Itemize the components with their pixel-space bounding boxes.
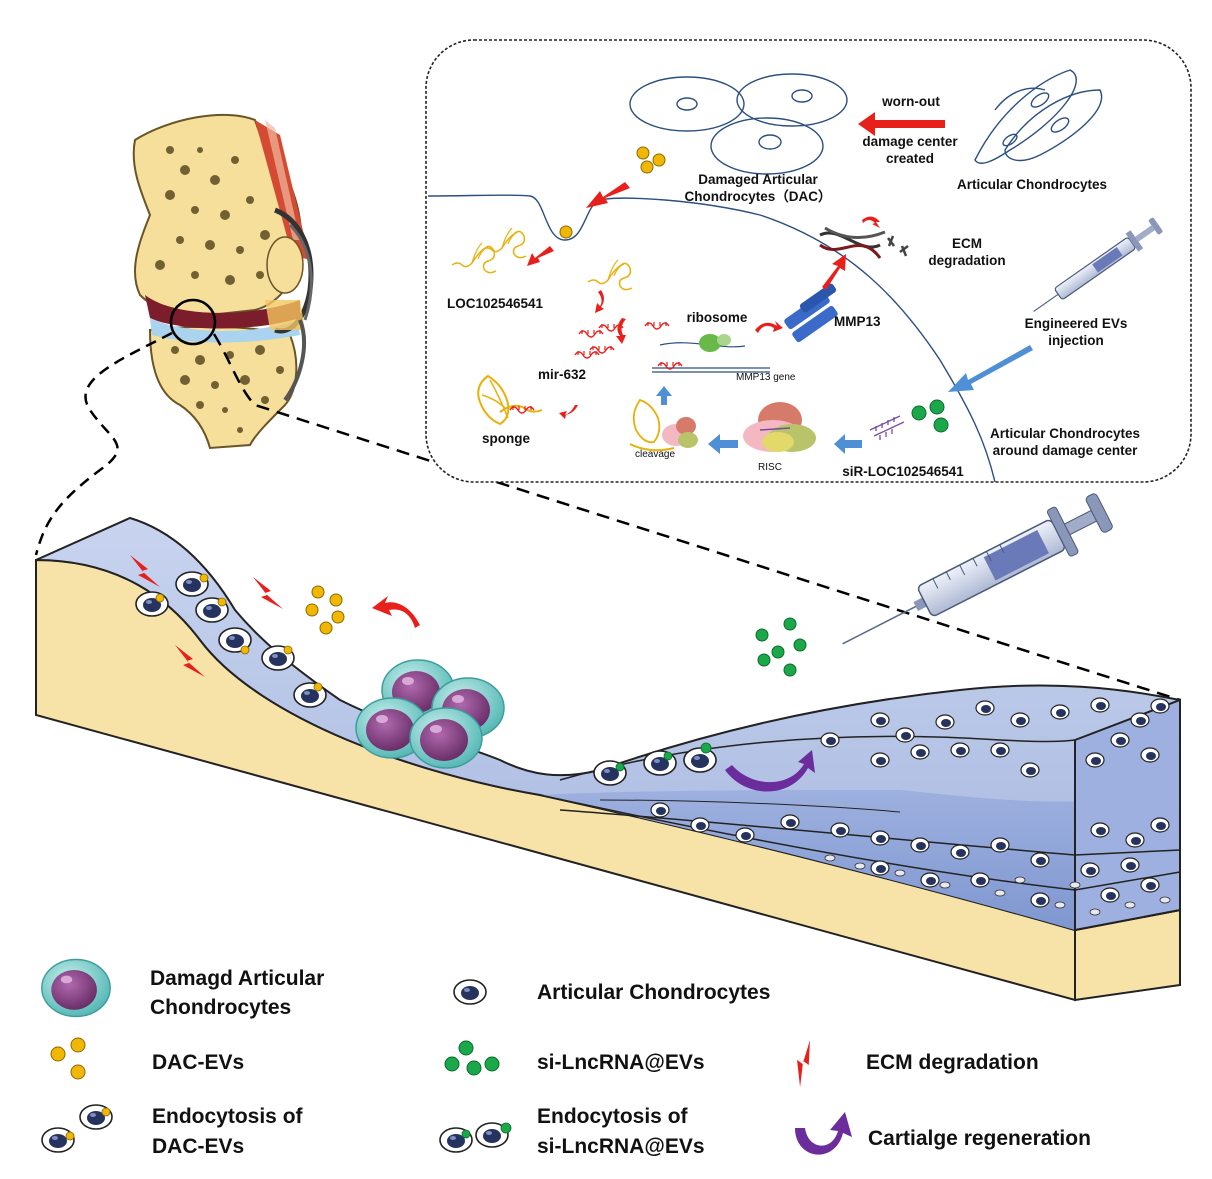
label-degradation: degradation (928, 253, 1005, 268)
legend-articular-label: Articular Chondrocytes (537, 981, 770, 1004)
label-loc102546541: LOC102546541 (447, 296, 544, 311)
ribosome-icon (699, 334, 721, 352)
label-cleavage: cleavage (635, 449, 675, 460)
dac-evs-cluster (305, 585, 345, 635)
label-around-2: around damage center (993, 443, 1139, 458)
legend: Damagd Articular Chondrocytes DAC-EVs En… (41, 958, 1091, 1158)
label-risc: RISC (758, 462, 782, 473)
label-mir-632: mir-632 (538, 367, 586, 382)
legend-endo-si-label-1: Endocytosis of (537, 1105, 689, 1128)
legend-regen-icon (795, 1112, 852, 1155)
legend-si-evs-label: si-LncRNA@EVs (537, 1051, 705, 1074)
legend-ecm-label: ECM degradation (866, 1051, 1039, 1074)
legend-si-evs-icon (444, 1040, 500, 1076)
knee-joint-illustration (132, 113, 314, 450)
label-created: created (886, 151, 934, 166)
legend-endo-si-label-2: si-LncRNA@EVs (537, 1135, 705, 1158)
label-ecm: ECM (952, 236, 982, 251)
damaged-chondrocyte-cluster (355, 659, 505, 769)
syringe-small-icon (1033, 217, 1163, 312)
legend-dac-evs-label: DAC-EVs (152, 1051, 244, 1074)
label-dac: Chondrocytes（DAC） (684, 189, 831, 204)
zoom-circle (169, 298, 217, 346)
chondrocytes-with-si-evs (593, 742, 717, 786)
legend-ecm-icon (781, 1040, 829, 1088)
label-articular-chondrocytes-inset: Articular Chondrocytes (957, 177, 1107, 192)
legend-damaged-label-2: Chondrocytes (150, 996, 291, 1019)
syringe-large-icon (842, 493, 1113, 645)
injection-arrow (948, 345, 1033, 392)
label-engineered-evs: Engineered EVs (1025, 316, 1128, 331)
label-mmp13-gene: MMP13 gene (736, 372, 796, 383)
risc-complex-icon (743, 402, 816, 452)
wornout-arrow (858, 112, 945, 136)
molecular-mechanism-inset: worn-out damage center created Articular… (425, 39, 1192, 483)
legend-damaged-label-1: Damagd Articular (150, 967, 324, 990)
regeneration-arrow (725, 750, 815, 792)
zoom-line-right (212, 333, 1181, 702)
legend-endo-dac-label-1: Endocytosis of (152, 1105, 304, 1128)
label-damaged-articular: Damaged Articular (698, 172, 818, 187)
zoom-line-left (34, 331, 173, 556)
legend-damaged-icon (41, 958, 111, 1018)
ecm-fiber-icon (819, 226, 886, 259)
legend-endo-dac-icon (41, 1104, 113, 1153)
label-around-1: Articular Chondrocytes (990, 426, 1140, 441)
legend-dac-evs-icon (50, 1037, 86, 1080)
cleavage-complex-icon (629, 398, 698, 452)
cartilage-section (35, 493, 1181, 1002)
label-ribosome: ribosome (687, 310, 748, 325)
label-mmp13: MMP13 (834, 314, 881, 329)
mmp13-protein-icon (784, 283, 838, 343)
si-evs-cluster (755, 617, 807, 677)
damaged-chondrocytes-icon (629, 73, 848, 175)
label-sir-loc: siR-LOC102546541 (842, 464, 964, 479)
legend-endo-dac-label-2: DAC-EVs (152, 1135, 244, 1158)
label-worn-out: worn-out (881, 94, 940, 109)
chondrocytes-with-dac-evs (135, 571, 327, 708)
legend-endo-si-icon (439, 1122, 512, 1153)
legend-regen-label: Cartialge regeneration (868, 1127, 1091, 1150)
label-injection: injection (1048, 333, 1104, 348)
label-damage-center: damage center (862, 134, 958, 149)
label-sponge: sponge (482, 431, 530, 446)
legend-articular-icon (453, 979, 487, 1005)
articular-chondrocytes-icon (974, 69, 1103, 164)
